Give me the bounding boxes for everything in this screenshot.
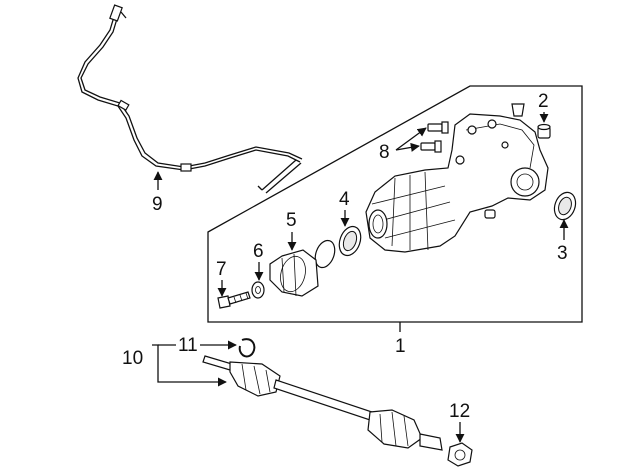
- cable-harness: [77, 4, 303, 194]
- callout-6: 6: [253, 241, 264, 262]
- callout-12: 12: [449, 401, 470, 422]
- callout-1: 1: [395, 336, 406, 357]
- bolt: [217, 291, 251, 309]
- stud-set: [420, 121, 449, 153]
- callout-5: 5: [286, 210, 297, 231]
- axle-shaft: [202, 355, 443, 451]
- right-seal: [553, 191, 577, 221]
- callout-4: 4: [339, 189, 350, 210]
- left-seal: [338, 225, 362, 257]
- assembly-boundary: [207, 85, 583, 323]
- plug: [511, 103, 551, 139]
- callout-2: 2: [538, 91, 549, 112]
- callout-3: 3: [557, 243, 568, 264]
- washer: [251, 281, 265, 299]
- callout-7: 7: [216, 259, 227, 280]
- callout-11: 11: [178, 335, 198, 356]
- hub-nut: [447, 442, 473, 467]
- differential-assembly: [365, 113, 549, 253]
- bushing: [269, 239, 336, 297]
- callout-9: 9: [152, 194, 163, 215]
- callout-10: 10: [122, 348, 143, 369]
- retaining-ring: [238, 338, 256, 358]
- callout-8: 8: [379, 142, 390, 163]
- leader-lines: [152, 112, 569, 443]
